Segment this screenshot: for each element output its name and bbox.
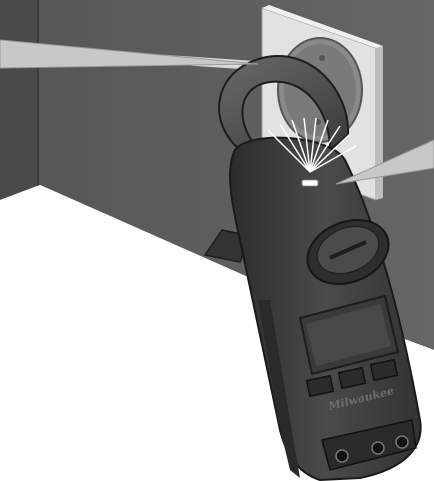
indicator-lamp — [302, 180, 318, 186]
